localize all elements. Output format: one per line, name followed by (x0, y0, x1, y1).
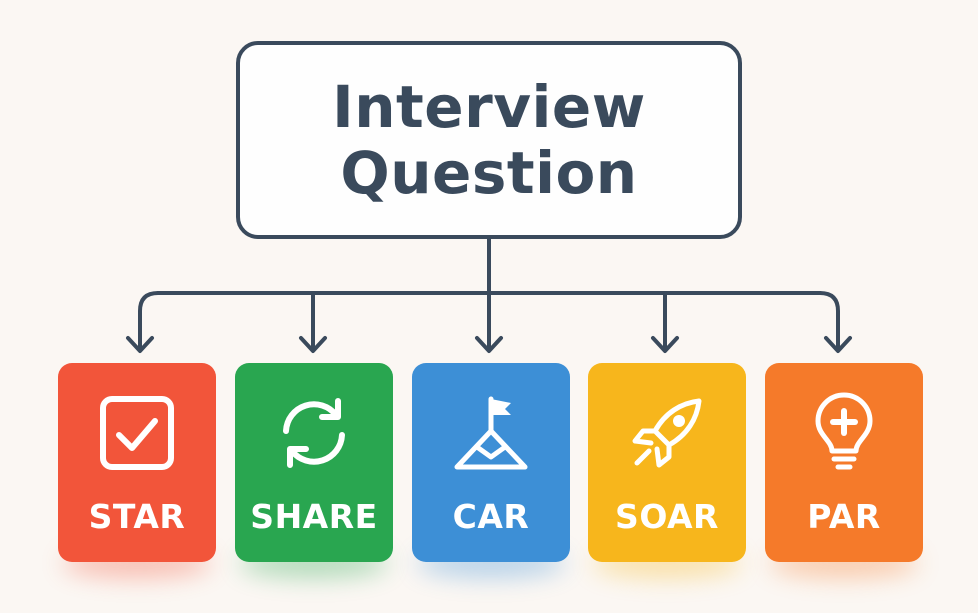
method-card-par: PAR (765, 363, 923, 562)
arrowhead-soar (651, 336, 679, 353)
method-label-star: STAR (88, 497, 186, 536)
method-card-share: SHARE (235, 363, 393, 562)
method-card-car: CAR (412, 363, 570, 562)
method-card-star: STAR (58, 363, 216, 562)
method-label-share: SHARE (250, 497, 378, 536)
method-label-par: PAR (807, 497, 881, 536)
lightbulb-plus-icon (815, 392, 873, 470)
method-label-soar: SOAR (615, 497, 719, 536)
mountain-flag-icon (454, 396, 528, 470)
arrowhead-par (824, 336, 852, 353)
root-title-line1: Interview (332, 73, 646, 141)
method-label-car: CAR (452, 497, 530, 536)
root-title-line2: Question (340, 139, 638, 207)
refresh-icon (283, 398, 345, 468)
root-node-interview-question: Interview Question (236, 41, 742, 239)
arrowhead-share (299, 336, 327, 353)
checkbox-icon (100, 396, 174, 470)
rocket-icon (632, 398, 702, 468)
arrowhead-car (475, 336, 503, 353)
method-card-soar: SOAR (588, 363, 746, 562)
branch-line (138, 291, 160, 352)
arrowhead-star (126, 336, 154, 353)
